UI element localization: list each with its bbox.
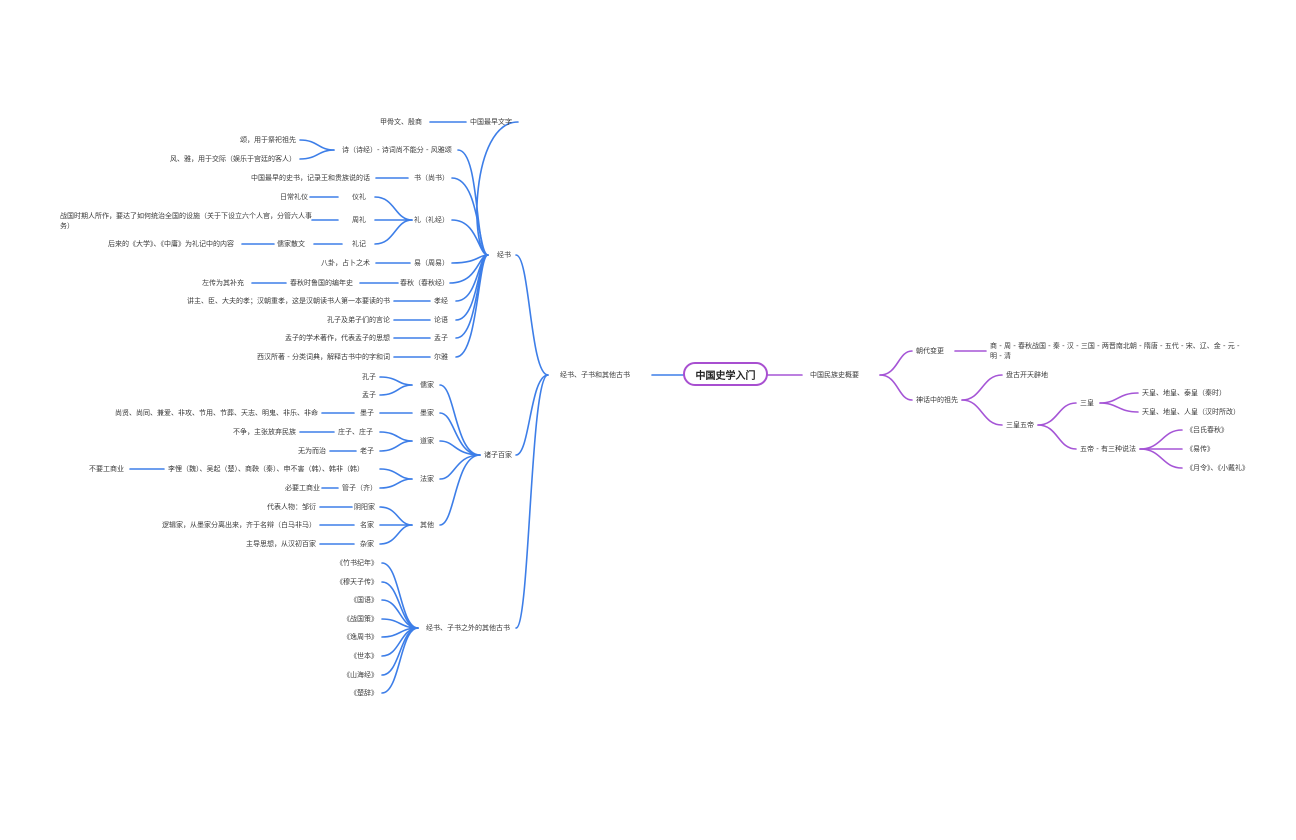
node-chunqiu-child[interactable]: 左传为其补充 <box>202 279 244 287</box>
root-node[interactable]: 中国史学入门 <box>683 362 768 386</box>
node-zajia-child[interactable]: 主导思想，从汉初百家 <box>246 540 316 548</box>
node-daojia-c1-detail[interactable]: 不争，主张放弃民族 <box>233 428 296 436</box>
node-pangu[interactable]: 盘古开天辟地 <box>1006 371 1048 379</box>
node-erya[interactable]: 尔雅 <box>434 353 448 361</box>
node-daojia-c2-detail[interactable]: 无为而治 <box>298 447 326 455</box>
book-item[interactable]: 《穆天子传》 <box>336 578 378 586</box>
book-item[interactable]: 《山海经》 <box>343 671 378 679</box>
node-liji[interactable]: 礼记 <box>352 240 366 248</box>
node-wenzi-child[interactable]: 甲骨文、殷商 <box>380 118 422 126</box>
node-mojia[interactable]: 墨家 <box>420 409 434 417</box>
node-nongjia-child[interactable]: 代表人物：邹衍 <box>267 503 316 511</box>
node-shi[interactable]: 诗（诗经）- 诗词尚不能分 - 风雅颂 <box>342 146 452 154</box>
node-mengzi-child[interactable]: 孟子的学术著作，代表孟子的思想 <box>285 334 390 342</box>
node-chunqiu-mid[interactable]: 春秋时鲁国的编年史 <box>290 279 353 287</box>
node-wenzi[interactable]: 中国最早文字 <box>470 118 512 126</box>
node-liji-mid[interactable]: 儒家散文 <box>277 240 305 248</box>
node-yi-child[interactable]: 八卦，占卜之术 <box>321 259 370 267</box>
node-shi-c2[interactable]: 风、雅，用于交际（娱乐于宫廷的客人） <box>170 155 296 163</box>
node-mojia-detail[interactable]: 尚贤、尚同、兼爱、非攻、节用、节葬、天志、明鬼、非乐、非命 <box>115 409 318 417</box>
node-chunqiu[interactable]: 春秋（春秋经） <box>400 279 449 287</box>
node-left-main[interactable]: 经书、子书和其他古书 <box>560 371 630 379</box>
node-shi-c1[interactable]: 颂，用于祭祀祖先 <box>240 136 296 144</box>
node-wudi[interactable]: 五帝 - 有三种说法 <box>1080 445 1136 453</box>
node-nongjia[interactable]: 阴阳家 <box>354 503 375 511</box>
node-rujia[interactable]: 儒家 <box>420 381 434 389</box>
node-zhouli-child[interactable]: 战国时期人所作，要达了如何统治全国的设施（关于下设立六个人官，分管六人事务） <box>60 212 312 230</box>
node-wudi-c1[interactable]: 《吕氏春秋》 <box>1186 426 1228 434</box>
book-item[interactable]: 《逸周书》 <box>343 633 378 641</box>
node-lunyu-child[interactable]: 孔子及弟子们的言论 <box>327 316 390 324</box>
root-label: 中国史学入门 <box>695 370 756 382</box>
node-zajia[interactable]: 杂家 <box>360 540 374 548</box>
node-qita[interactable]: 其他 <box>420 521 434 529</box>
node-right-main[interactable]: 中国民族史概要 <box>810 371 859 379</box>
node-wudi-c2[interactable]: 《易传》 <box>1186 445 1214 453</box>
node-shu[interactable]: 书（尚书） <box>414 174 449 182</box>
book-item[interactable]: 《世本》 <box>350 652 378 660</box>
node-rujia-c1[interactable]: 孔子 <box>362 373 376 381</box>
book-item[interactable]: 《竹书纪年》 <box>336 559 378 567</box>
node-yi[interactable]: 易（周易） <box>414 259 449 267</box>
node-fajia-c1-detail[interactable]: 不要工商业 <box>89 465 124 473</box>
node-zhuzi[interactable]: 诸子百家 <box>484 451 512 459</box>
node-wudi-c3[interactable]: 《月令》、《小戴礼》 <box>1186 464 1249 472</box>
node-sanhuang-c2[interactable]: 天皇、地皇、人皇（汉时所改） <box>1142 408 1240 416</box>
node-lunyu[interactable]: 论语 <box>434 316 448 324</box>
node-mingjia-child[interactable]: 逻辑家，从墨家分离出来，齐于名辩（白马非马） <box>162 521 316 529</box>
node-daojia-c1[interactable]: 庄子、庄子 <box>338 428 373 436</box>
node-mojia-c1[interactable]: 墨子 <box>360 409 374 417</box>
node-sanhuang-c1[interactable]: 天皇、地皇、泰皇（秦时） <box>1142 389 1226 397</box>
node-chaodai[interactable]: 朝代变更 <box>916 347 944 355</box>
node-mingjia[interactable]: 名家 <box>360 521 374 529</box>
node-fajia-c2[interactable]: 管子（齐） <box>342 484 377 492</box>
node-daojia-c2[interactable]: 老子 <box>360 447 374 455</box>
node-sanhuang-wudi[interactable]: 三皇五帝 <box>1006 421 1034 429</box>
node-zhouli[interactable]: 周礼 <box>352 216 366 224</box>
node-shenhua[interactable]: 神话中的祖先 <box>916 396 958 404</box>
book-item[interactable]: 《楚辞》 <box>350 689 378 697</box>
node-fajia-c1[interactable]: 李悝（魏）、吴起（楚）、商鞅（秦）、申不害（韩）、韩非（韩） <box>168 465 364 473</box>
node-xiaojing[interactable]: 孝经 <box>434 297 448 305</box>
node-erya-child[interactable]: 西汉所著 - 分类词典，解释古书中的字和词 <box>257 353 390 361</box>
book-item[interactable]: 《战国策》 <box>343 615 378 623</box>
node-yili[interactable]: 仪礼 <box>352 193 366 201</box>
node-liji-child[interactable]: 后来的《大学》、《中庸》为礼记中的内容 <box>108 240 234 248</box>
node-sanhuang[interactable]: 三皇 <box>1080 399 1094 407</box>
node-chaodai-child[interactable]: 商 - 周 - 春秋战国 - 秦 - 汉 - 三国 - 两晋南北朝 - 隋唐 -… <box>990 342 1240 360</box>
node-qita-shu[interactable]: 经书、子书之外的其他古书 <box>426 624 510 632</box>
node-li[interactable]: 礼（礼经） <box>414 216 449 224</box>
node-yili-child[interactable]: 日常礼仪 <box>280 193 308 201</box>
node-fajia[interactable]: 法家 <box>420 475 434 483</box>
node-rujia-c2[interactable]: 孟子 <box>362 391 376 399</box>
node-xiaojing-child[interactable]: 讲主、臣、大夫的孝；汉朝重孝，这是汉朝读书人第一本要读的书 <box>187 297 390 305</box>
node-shu-child[interactable]: 中国最早的史书，记录王和贵族说的话 <box>251 174 370 182</box>
book-item[interactable]: 《国语》 <box>350 596 378 604</box>
node-mengzi[interactable]: 孟子 <box>434 334 448 342</box>
node-jingshu[interactable]: 经书 <box>497 251 511 259</box>
node-daojia[interactable]: 道家 <box>420 437 434 445</box>
node-fajia-c2-detail[interactable]: 必要工商业 <box>285 484 320 492</box>
